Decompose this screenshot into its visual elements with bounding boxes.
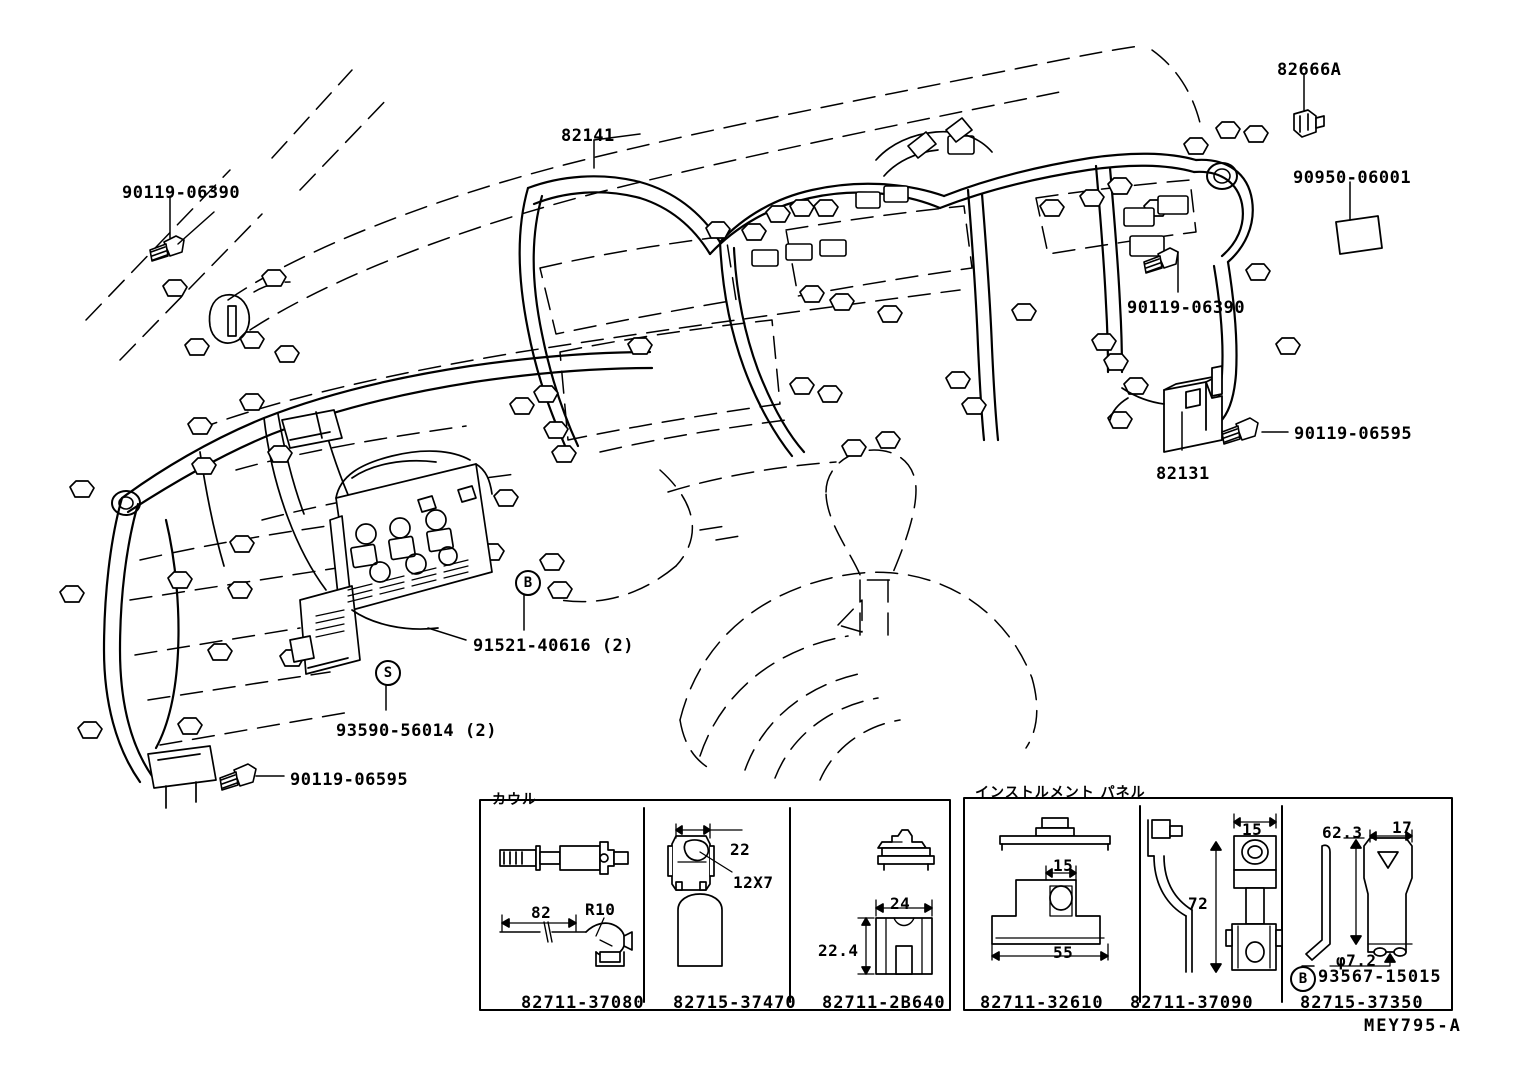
diagram-id: MEY795-A: [1364, 1016, 1462, 1036]
detail-part-82715-37350: 82715-37350: [1300, 993, 1424, 1013]
dimension-55: 55: [1053, 943, 1074, 962]
detail-part-82711-2B640: 82711-2B640: [822, 993, 946, 1013]
callout-90119-06390-right: 90119-06390: [1127, 298, 1246, 318]
callout-90119-06595-left: 90119-06595: [290, 770, 409, 790]
dimension-24: 24: [890, 894, 911, 913]
callout-90119-06390-left: 90119-06390: [122, 183, 241, 203]
reference-marker-s: S: [375, 660, 401, 686]
callout-90119-06595-right: 90119-06595: [1294, 424, 1413, 444]
dimension-62-3: 62.3: [1322, 823, 1363, 842]
callout-90950-06001: 90950-06001: [1293, 168, 1412, 188]
reference-marker-b-2: B: [1290, 966, 1316, 992]
section-heading-instrument-panel: インストルメント パネル: [975, 785, 1146, 801]
callout-82131: 82131: [1156, 464, 1210, 484]
detail-part-82711-32610: 82711-32610: [980, 993, 1104, 1013]
detail-part-82715-37470: 82715-37470: [673, 993, 797, 1013]
marker-letter: S: [383, 665, 393, 681]
marker-letter: B: [1298, 971, 1308, 987]
dimension-17: 17: [1392, 818, 1413, 837]
detail-part-82711-37080: 82711-37080: [521, 993, 645, 1013]
dimension-r10: R10: [585, 900, 616, 919]
detail-part-93567-15015: 93567-15015: [1318, 967, 1442, 987]
reference-marker-b-1: B: [515, 570, 541, 596]
dimension-22: 22: [730, 840, 751, 859]
section-heading-cowl: カウル: [492, 792, 537, 808]
marker-letter: B: [523, 575, 533, 591]
dimension-15-a: 15: [1053, 856, 1074, 875]
dimension-phi-7-2: φ7.2: [1336, 951, 1377, 970]
dimension-15-b: 15: [1242, 820, 1263, 839]
callout-91521-40616: 91521-40616 (2): [473, 636, 635, 656]
dimension-12x7: 12X7: [733, 873, 774, 892]
callout-82141: 82141: [561, 126, 615, 146]
detail-part-82711-37090: 82711-37090: [1130, 993, 1254, 1013]
dimension-22-4: 22.4: [818, 941, 859, 960]
callout-93590-56014: 93590-56014 (2): [336, 721, 498, 741]
dimension-72: 72: [1188, 894, 1209, 913]
callout-82666A: 82666A: [1277, 60, 1342, 80]
dimension-82: 82: [531, 903, 552, 922]
